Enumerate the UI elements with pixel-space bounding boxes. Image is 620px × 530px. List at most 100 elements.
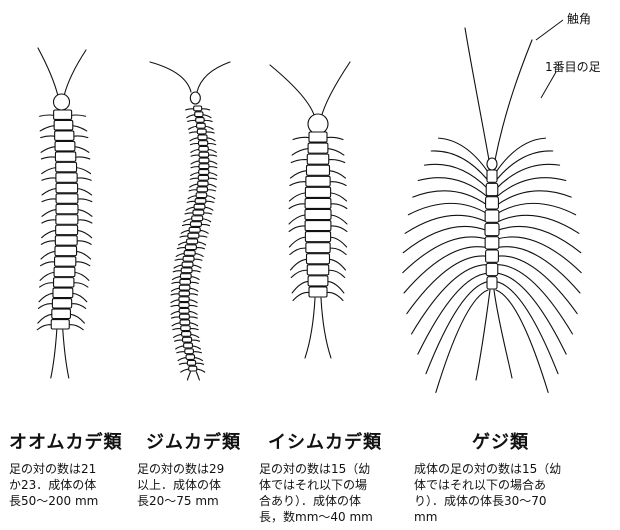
- leg: [191, 161, 199, 164]
- leg: [203, 115, 211, 118]
- tail-leg-left: [476, 290, 490, 380]
- head: [487, 158, 497, 170]
- body-segment: [54, 120, 73, 129]
- leg: [78, 199, 92, 202]
- body-segment: [179, 285, 189, 290]
- species-name-stone-centipedes: イシムカデ類: [268, 428, 382, 454]
- leg: [197, 369, 205, 372]
- leg: [209, 161, 217, 164]
- leg: [171, 311, 179, 314]
- leg: [186, 109, 194, 110]
- leg: [496, 237, 581, 273]
- body-segment: [179, 308, 189, 313]
- body-segment: [56, 173, 77, 182]
- body-segment: [56, 183, 78, 192]
- leg: [175, 340, 183, 341]
- antenna-right: [495, 40, 532, 160]
- antenna-left: [150, 62, 191, 92]
- leg: [189, 190, 197, 191]
- leg: [293, 137, 309, 139]
- leg: [175, 259, 183, 260]
- leg: [194, 259, 202, 260]
- leg: [190, 184, 198, 187]
- body-segment: [184, 343, 193, 348]
- leg: [331, 215, 347, 224]
- leg: [176, 253, 184, 256]
- desc-line: 長，数mm〜40 mm: [259, 509, 373, 525]
- species-desc-stone-centipedes: 足の対の数は15（幼 体ではそれ以下の場 合あり）．成体の体 長，数mm〜40 …: [259, 461, 373, 525]
- body-segment: [181, 268, 192, 273]
- leg: [41, 136, 55, 138]
- body-segment: [180, 314, 190, 319]
- leg: [74, 283, 88, 287]
- body-segment: [52, 299, 71, 308]
- leg: [77, 251, 91, 259]
- body-segment: [192, 216, 203, 221]
- leg: [426, 282, 488, 374]
- leg: [40, 272, 54, 280]
- antenna-left: [465, 28, 489, 160]
- body-segment: [305, 221, 331, 231]
- leg: [70, 314, 84, 323]
- leg: [331, 204, 347, 209]
- leg: [187, 201, 195, 202]
- leg: [73, 293, 87, 301]
- leg: [496, 151, 553, 180]
- body-segment: [486, 197, 499, 209]
- leg: [331, 193, 347, 201]
- leg: [171, 300, 179, 303]
- leg: [329, 171, 345, 178]
- leg: [496, 282, 558, 374]
- leg: [39, 293, 53, 301]
- leg: [208, 149, 216, 152]
- body-segment: [307, 165, 330, 175]
- desc-line: 長50〜200 mm: [9, 493, 98, 509]
- body-segment: [184, 251, 195, 256]
- desc-line: 合あり）．成体の体: [259, 493, 373, 509]
- leg: [174, 265, 182, 268]
- leg: [193, 352, 201, 353]
- body-segment: [198, 181, 208, 186]
- soil-centipede-drawing: [150, 62, 230, 380]
- body-segment: [487, 170, 497, 182]
- leg: [41, 147, 55, 153]
- body-segment: [308, 276, 328, 286]
- leg: [290, 248, 306, 254]
- leg: [190, 282, 198, 283]
- leg: [206, 201, 214, 202]
- leg: [199, 236, 207, 237]
- body-segment: [185, 349, 194, 354]
- leg: [438, 138, 488, 172]
- leg: [496, 164, 560, 189]
- body-segment: [306, 176, 330, 186]
- leg: [496, 138, 546, 172]
- body-segment: [54, 278, 74, 287]
- leg: [328, 149, 344, 155]
- leg: [289, 215, 305, 224]
- leg: [191, 167, 199, 168]
- desc-line: 体ではそれ以下の場: [259, 477, 373, 493]
- body-segment: [486, 183, 498, 195]
- leg: [171, 305, 179, 306]
- body-segment: [52, 309, 71, 318]
- leg: [41, 251, 55, 259]
- leg: [209, 173, 217, 176]
- leg: [78, 220, 92, 223]
- leg: [42, 178, 56, 180]
- body-segment: [195, 199, 206, 204]
- leg: [189, 126, 197, 129]
- body-segment: [56, 215, 78, 224]
- leg: [209, 167, 217, 168]
- leg: [172, 282, 180, 283]
- body-segment: [180, 274, 191, 279]
- leg: [74, 136, 88, 138]
- leg: [75, 272, 89, 280]
- body-segment: [486, 250, 499, 262]
- leg: [291, 160, 307, 163]
- desc-line: 足の対の数は29: [137, 461, 224, 477]
- leg: [204, 120, 212, 121]
- leg: [171, 288, 179, 291]
- leg: [76, 157, 90, 159]
- leg: [173, 329, 181, 330]
- leg: [329, 160, 345, 163]
